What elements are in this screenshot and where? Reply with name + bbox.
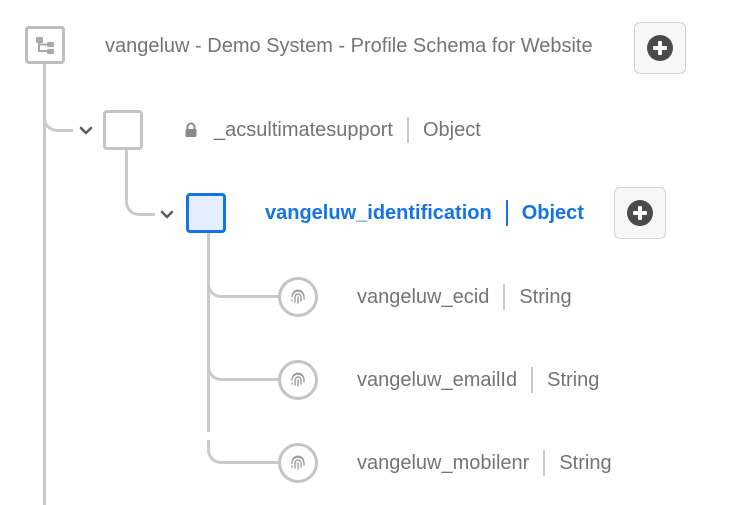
field-name: vangeluw_emailId <box>357 368 518 391</box>
fingerprint-icon <box>291 455 305 470</box>
chevron-down-icon[interactable] <box>159 207 175 223</box>
field-row-emailid[interactable]: vangeluw_emailId String <box>357 366 599 394</box>
field-type: String <box>559 451 612 474</box>
tree-branch-connector <box>43 110 73 132</box>
add-icon <box>647 35 673 61</box>
field-type: String <box>547 368 600 391</box>
field-row-ecid[interactable]: vangeluw_ecid String <box>357 283 572 311</box>
tree-branch-connector <box>207 440 279 464</box>
tree-branch-line <box>125 148 128 188</box>
separator <box>505 200 508 226</box>
field-name: vangeluw_mobilenr <box>357 451 530 474</box>
fingerprint-icon <box>291 289 305 304</box>
field-row-mobilenr[interactable]: vangeluw_mobilenr String <box>357 449 612 477</box>
separator <box>406 117 409 143</box>
field-row-identification[interactable]: vangeluw_identification Object <box>265 198 584 228</box>
object-node-box[interactable] <box>103 110 143 150</box>
field-name: vangeluw_ecid <box>357 285 490 308</box>
fingerprint-icon <box>291 372 305 387</box>
field-type: String <box>519 285 572 308</box>
tree-branch-line <box>207 232 210 432</box>
separator <box>503 284 506 310</box>
schema-tree-icon <box>36 37 54 54</box>
identity-field-node[interactable] <box>278 277 318 317</box>
add-icon <box>627 200 653 226</box>
field-row-acsultimatesupport[interactable]: _acsultimatesupport Object <box>184 116 481 144</box>
field-type: Object <box>422 118 481 141</box>
add-field-button[interactable] <box>614 187 666 239</box>
tree-trunk-line <box>43 64 46 505</box>
schema-title-text: vangeluw - Demo System - Profile Schema … <box>105 34 593 57</box>
lock-icon <box>185 122 197 137</box>
identity-field-node[interactable] <box>278 360 318 400</box>
field-type: Object <box>521 201 584 224</box>
field-name: vangeluw_identification <box>265 201 492 224</box>
chevron-down-icon[interactable] <box>78 123 94 139</box>
identity-field-node[interactable] <box>278 443 318 483</box>
tree-branch-connector <box>207 356 279 381</box>
separator <box>531 367 534 393</box>
add-field-button[interactable] <box>634 22 686 74</box>
schema-root-node[interactable] <box>25 26 65 64</box>
field-name: _acsultimatesupport <box>214 118 393 141</box>
tree-branch-connector <box>125 186 155 216</box>
separator <box>543 450 546 476</box>
schema-title: vangeluw - Demo System - Profile Schema … <box>105 33 593 59</box>
object-node-box-selected[interactable] <box>186 193 226 233</box>
tree-branch-connector <box>207 272 279 298</box>
